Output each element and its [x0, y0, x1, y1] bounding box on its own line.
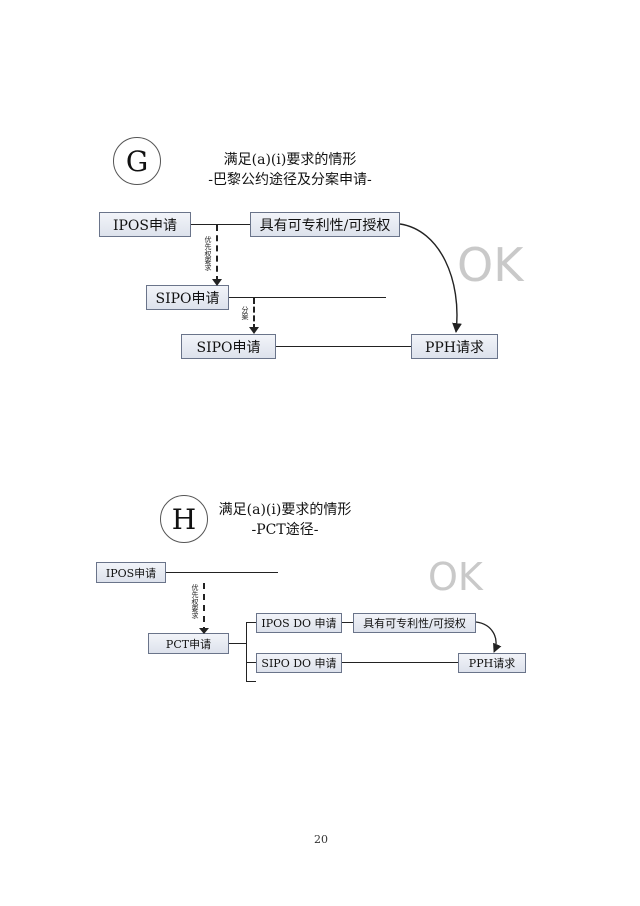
h-sipo-do-application-box: SIPO DO 申请	[256, 653, 342, 673]
h-branch-bottom-stub	[246, 681, 256, 682]
g-priority-dashed-line	[216, 225, 218, 282]
g-curved-arrow-patentable-to-pph	[399, 223, 462, 333]
h-branch-vertical	[246, 622, 247, 681]
section-h-title-line1: 满足(a)(i)要求的情形	[218, 502, 352, 518]
h-ipos-do-application-box: IPOS DO 申请	[256, 613, 342, 633]
section-g-title-line1: 满足(a)(i)要求的情形	[223, 152, 357, 168]
section-g-title: 满足(a)(i)要求的情形 -巴黎公约途径及分案申请-	[190, 150, 390, 190]
h-priority-label: 优先权要求	[191, 584, 199, 619]
h-curved-arrow-patentable-to-pph	[475, 621, 502, 653]
h-ipos-application-box: IPOS申请	[96, 562, 166, 583]
g-line-sipo2-to-pph	[276, 346, 411, 347]
h-branch-to-sipo-do	[246, 662, 256, 663]
g-priority-label: 优先权要求	[204, 236, 212, 271]
g-pph-request-box: PPH请求	[411, 334, 498, 359]
section-g-title-line2: -巴黎公约途径及分案申请-	[208, 172, 372, 188]
h-pph-request-box: PPH请求	[458, 653, 526, 673]
g-divisional-label: 分案	[241, 306, 249, 320]
h-patentable-box: 具有可专利性/可授权	[353, 613, 476, 633]
section-h-title-line2: -PCT途径-	[251, 522, 319, 538]
section-g-letter: G	[125, 144, 149, 178]
g-line-ipos-to-patentable	[191, 224, 250, 225]
g-sipo-application-box-2: SIPO申请	[181, 334, 276, 359]
g-ipos-application-box: IPOS申请	[99, 212, 191, 237]
h-line-sipo-do-to-pph	[342, 662, 458, 663]
h-pct-application-box: PCT申请	[148, 633, 229, 654]
section-g-ok-mark: OK	[457, 238, 524, 292]
section-g-badge: G	[113, 137, 161, 185]
page-number: 20	[314, 833, 328, 846]
g-patentable-box: 具有可专利性/可授权	[250, 212, 400, 237]
g-line-sipo1-tail	[229, 297, 386, 298]
h-priority-dashed-line	[203, 583, 205, 633]
g-sipo-application-box-1: SIPO申请	[146, 285, 229, 310]
section-h-title: 满足(a)(i)要求的情形 -PCT途径-	[210, 500, 360, 540]
h-branch-to-ipos-do	[246, 622, 256, 623]
section-h-letter: H	[171, 502, 197, 536]
section-h-ok-mark: OK	[428, 555, 483, 599]
h-line-pct-to-branch	[229, 643, 246, 644]
h-line-ipos-tail	[166, 572, 278, 573]
g-divisional-dashed-line	[253, 298, 255, 330]
h-line-ipos-do-to-patentable	[342, 622, 353, 623]
section-h-badge: H	[160, 495, 208, 543]
